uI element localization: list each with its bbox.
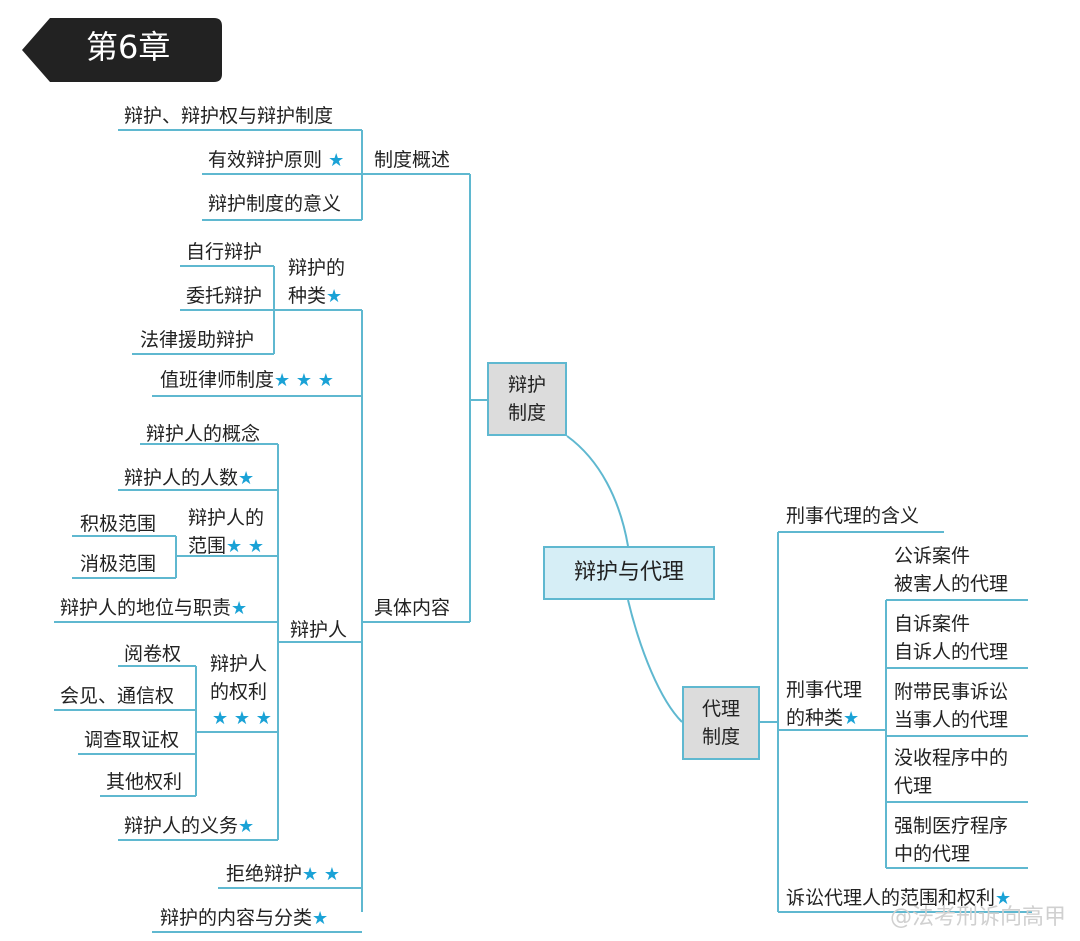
star-icon: ★ (231, 598, 248, 619)
connector (627, 599, 683, 723)
leaf-file-review-right: 阅卷权 (124, 643, 182, 665)
leaf-content-types: 辩护的内容与分类★ (160, 907, 329, 929)
leaf-self-defense: 自行辩护 (186, 241, 263, 263)
star-icon: ★ (843, 708, 860, 729)
leaf-other-rights: 其他权利 (106, 771, 183, 793)
leaf-defender-obligations: 辩护人的义务★ (124, 815, 255, 837)
leaf-investigation-right: 调查取证权 (84, 729, 180, 751)
star-icon: ★ ★ ★ (274, 370, 334, 391)
leaf-negative-scope: 消极范围 (80, 553, 157, 575)
leaf-compulsory-treatment-agency: 强制医疗程序 中的代理 (894, 815, 1009, 865)
chapter-label: 第6章 (86, 28, 171, 66)
leaf-defense-rights: 辩护、辩护权与辩护制度 (124, 105, 334, 127)
defense-system-node-label: 辩护 制度 (507, 374, 546, 424)
rights-stars: ★ ★ ★ (212, 704, 272, 733)
star-icon: ★ (312, 908, 329, 929)
root-node: 辩护与代理 (543, 546, 715, 600)
leaf-defender-status: 辩护人的地位与职责★ (60, 597, 248, 619)
leaf-duty-lawyer: 值班律师制度★ ★ ★ (160, 369, 334, 391)
leaf-entrusted-defense: 委托辩护 (186, 285, 263, 307)
leaf-agency-meaning: 刑事代理的含义 (786, 505, 920, 527)
star-icon: ★ (238, 816, 255, 837)
leaf-confiscation-agency: 没收程序中的 代理 (894, 747, 1009, 797)
leaf-defender-count: 辩护人的人数★ (124, 467, 255, 489)
branch-agency-types: 刑事代理 的种类★ (786, 679, 863, 729)
connector (566, 435, 629, 547)
star-icon: ★ (326, 286, 343, 307)
star-icon: ★ (328, 150, 345, 171)
branch-defender-rights: 辩护人 的权利 (210, 653, 268, 703)
star-icon: ★ ★ (226, 536, 265, 557)
branch-defender: 辩护人 (290, 619, 348, 641)
leaf-legal-aid-defense: 法律援助辩护 (140, 329, 255, 351)
star-icon: ★ (238, 468, 255, 489)
defense-system-node: 辩护 制度 (487, 362, 567, 436)
root-node-label: 辩护与代理 (573, 560, 684, 585)
branch-defender-scope: 辩护人的 范围★ ★ (188, 507, 265, 557)
leaf-refusal: 拒绝辩护★ ★ (226, 863, 341, 885)
branch-defense-types: 辩护的 种类★ (288, 257, 346, 307)
chapter-badge (22, 18, 222, 82)
leaf-defender-concept: 辩护人的概念 (146, 423, 261, 445)
star-icon: ★ (995, 888, 1012, 909)
leaf-private-prosecutor-agency: 自诉案件 自诉人的代理 (894, 613, 1009, 663)
leaf-defense-significance: 辩护制度的意义 (208, 193, 342, 215)
leaf-effective-defense: 有效辩护原则 ★ (208, 149, 345, 171)
leaf-agent-scope-rights: 诉讼代理人的范围和权利★ (786, 887, 1012, 909)
branch-specific-content: 具体内容 (374, 597, 451, 619)
leaf-victim-agency: 公诉案件 被害人的代理 (894, 545, 1009, 595)
star-icon: ★ ★ ★ (212, 708, 272, 729)
leaf-civil-party-agency: 附带民事诉讼 当事人的代理 (894, 681, 1009, 731)
leaf-meeting-right: 会见、通信权 (60, 685, 175, 707)
arrow-tag-icon (22, 18, 222, 82)
branch-overview: 制度概述 (374, 149, 451, 171)
watermark: @法考刑诉向高甲 (889, 905, 1066, 930)
agency-system-node-label: 代理 制度 (701, 698, 740, 748)
leaf-positive-scope: 积极范围 (80, 513, 157, 535)
star-icon: ★ ★ (302, 864, 341, 885)
agency-system-node: 代理 制度 (682, 686, 760, 760)
